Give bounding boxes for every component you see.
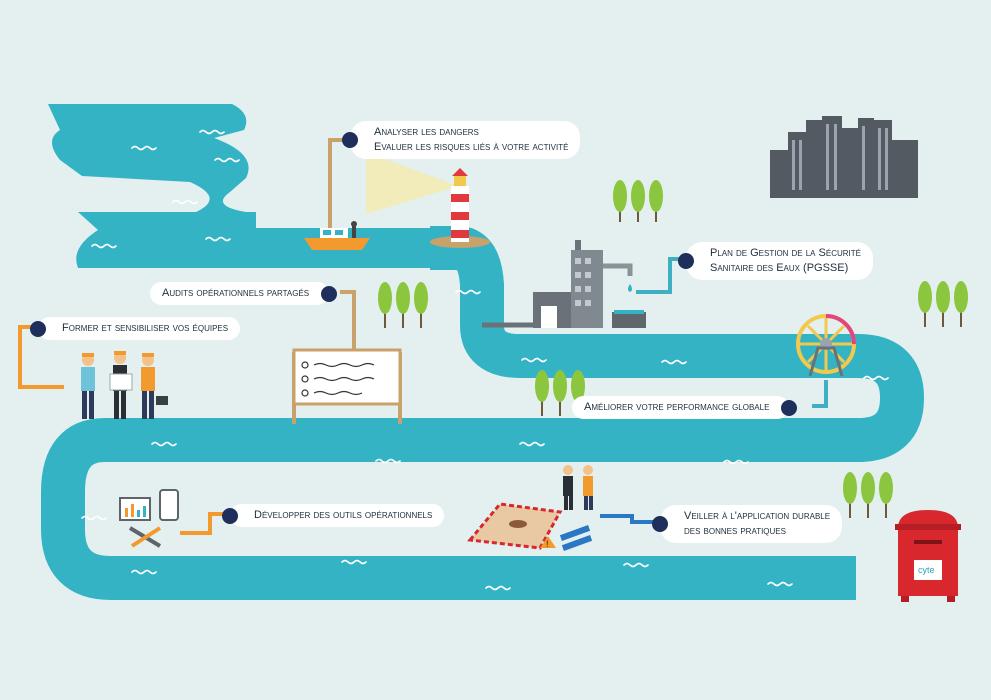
step-veiller-line-2: des bonnes pratiques (684, 525, 786, 537)
lighthouse (366, 152, 490, 248)
river-lake (48, 104, 430, 268)
step-marker-dot (678, 253, 694, 269)
workers-group (81, 351, 168, 419)
tree-group-top (613, 180, 663, 222)
step-marker-dot (30, 320, 46, 337)
mailbox-logo-text: cyte (918, 565, 935, 575)
step-veiller: Veiller à l'application durable des bonn… (652, 505, 843, 543)
step-analyser-line-2: Evaluer les risques liés à votre activit… (374, 141, 569, 153)
step-analyser-line-1: Analyser les dangers (374, 126, 479, 138)
step-marker-dot (652, 516, 668, 532)
step-pgsse-line-2: Sanitaire des Eaux (PGSSE) (710, 262, 849, 274)
boat (304, 221, 370, 250)
svg-text:!: ! (546, 539, 549, 549)
tree-group-middle (378, 282, 428, 328)
step-marker-dot (781, 399, 798, 416)
tree-group-lower (535, 370, 585, 416)
step-pgsse: Plan de Gestion de la Sécurité Sanitaire… (678, 242, 873, 280)
step-former-line-1: Former et sensibiliser vos équipes (62, 322, 229, 334)
water-plant (482, 240, 646, 328)
step-marker-dot (321, 285, 338, 302)
step-ameliorer: Améliorer votre performance globale (572, 396, 798, 419)
water-wheel (796, 314, 856, 377)
mailbox: cyte (895, 510, 961, 602)
tree-group-mailbox (843, 472, 893, 518)
tools-devices (119, 489, 179, 548)
step-veiller-line-1: Veiller à l'application durable (684, 510, 831, 522)
step-pgsse-line-1: Plan de Gestion de la Sécurité (710, 247, 861, 259)
step-marker-dot (222, 507, 238, 524)
city-buildings (770, 116, 918, 198)
step-analyser-dangers: Analyser les dangers Evaluer les risques… (342, 121, 581, 159)
step-ameliorer-line-1: Améliorer votre performance globale (584, 401, 770, 413)
step-developper-line-1: Développer des outils opérationnels (254, 509, 433, 521)
tree-group-right (918, 281, 968, 327)
step-audits: Audits opérationnels partagés (150, 282, 338, 305)
step-former: Former et sensibiliser vos équipes (30, 317, 241, 340)
construction-site: ! (467, 465, 593, 551)
step-developper: Développer des outils opérationnels (222, 504, 445, 527)
wave-marks (81, 129, 889, 591)
checklist-board (292, 348, 402, 424)
step-audits-line-1: Audits opérationnels partagés (162, 287, 310, 299)
step-marker-dot (342, 132, 358, 148)
